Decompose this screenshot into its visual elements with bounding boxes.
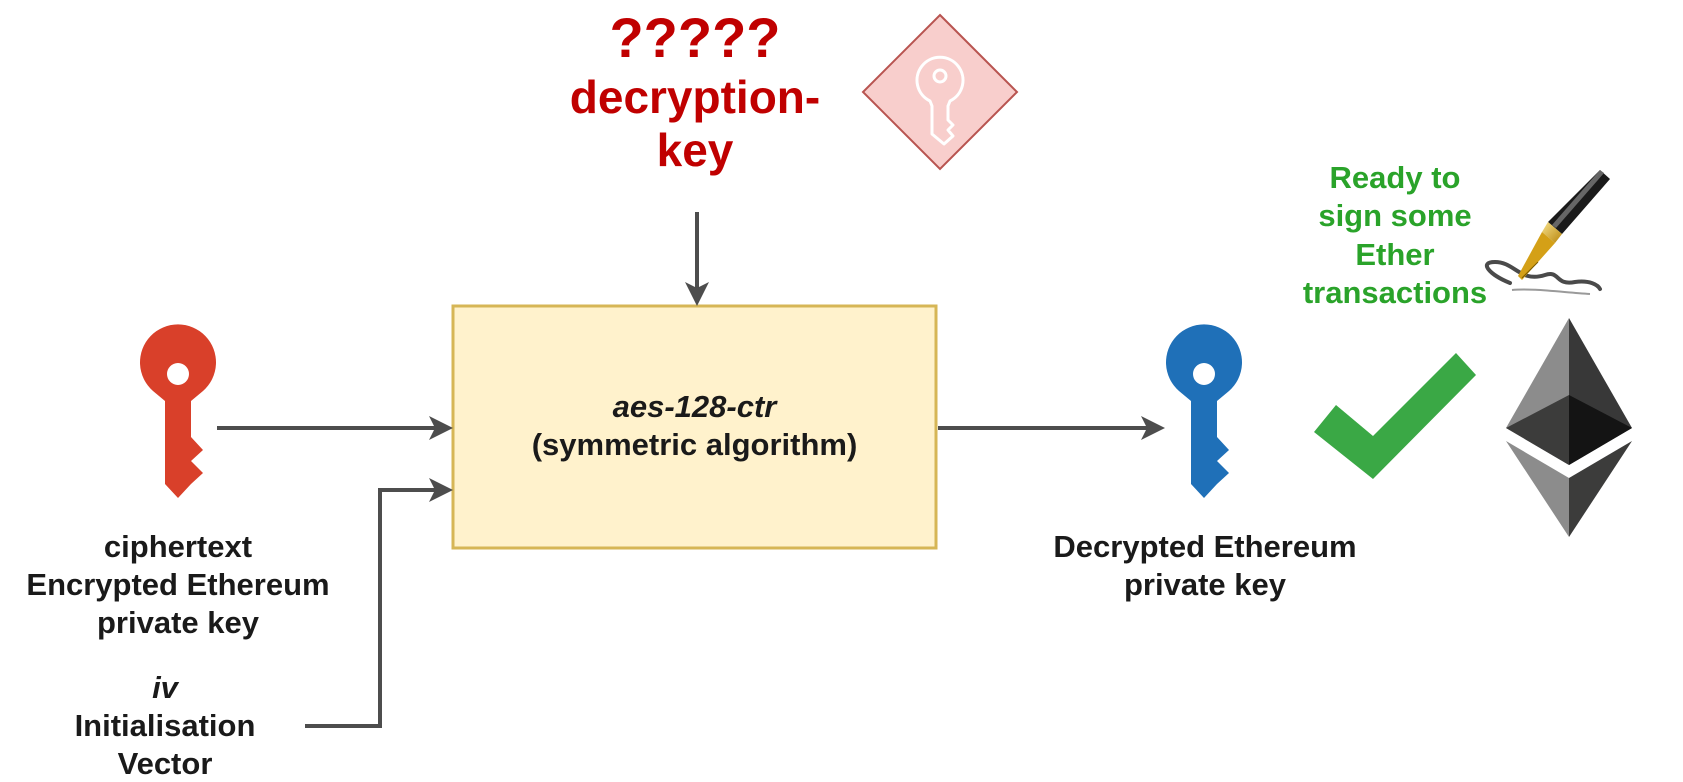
ciphertext-title: ciphertext — [103, 529, 253, 564]
status-text: sign some — [1318, 198, 1472, 234]
unknown-key-marker: ????? — [609, 6, 781, 69]
iv-label: iv Initialisation Vector — [40, 669, 290, 782]
decrypted-key-title: Decrypted Ethereum — [1053, 529, 1357, 564]
decryption-key-label: ????? decryption- key — [555, 6, 835, 178]
ciphertext-label: ciphertext Encrypted Ethereum private ke… — [0, 528, 356, 641]
key-icon — [140, 324, 216, 498]
status-text: Ready to — [1329, 160, 1461, 195]
iv-description: Initialisation — [74, 707, 256, 743]
checkmark-icon — [1314, 353, 1476, 479]
decryption-key-text: key — [656, 124, 734, 177]
iv-title: iv — [152, 670, 178, 705]
ethereum-logo-icon — [1506, 318, 1632, 537]
decrypted-key-label: Decrypted Ethereum private key — [1010, 528, 1400, 604]
arrow-iv-to-algorithm — [305, 478, 453, 728]
decrypted-key-title: private key — [1124, 566, 1286, 602]
iv-description: Vector — [117, 745, 213, 781]
status-text: Ether — [1355, 236, 1435, 272]
algorithm-description: (symmetric algorithm) — [531, 426, 858, 462]
algorithm-label: aes-128-ctr (symmetric algorithm) — [453, 388, 936, 464]
ciphertext-description: private key — [97, 604, 259, 640]
key-diamond-icon — [861, 13, 1019, 171]
ready-status-label: Ready to sign some Ether transactions — [1270, 159, 1520, 313]
status-text: transactions — [1302, 275, 1488, 311]
algorithm-box — [451, 304, 938, 550]
algorithm-name: aes-128-ctr — [612, 389, 777, 424]
ciphertext-description: Encrypted Ethereum — [26, 566, 330, 602]
key-icon — [1166, 324, 1242, 498]
fountain-pen-icon — [1485, 170, 1610, 295]
decryption-key-text: decryption- — [569, 70, 821, 123]
